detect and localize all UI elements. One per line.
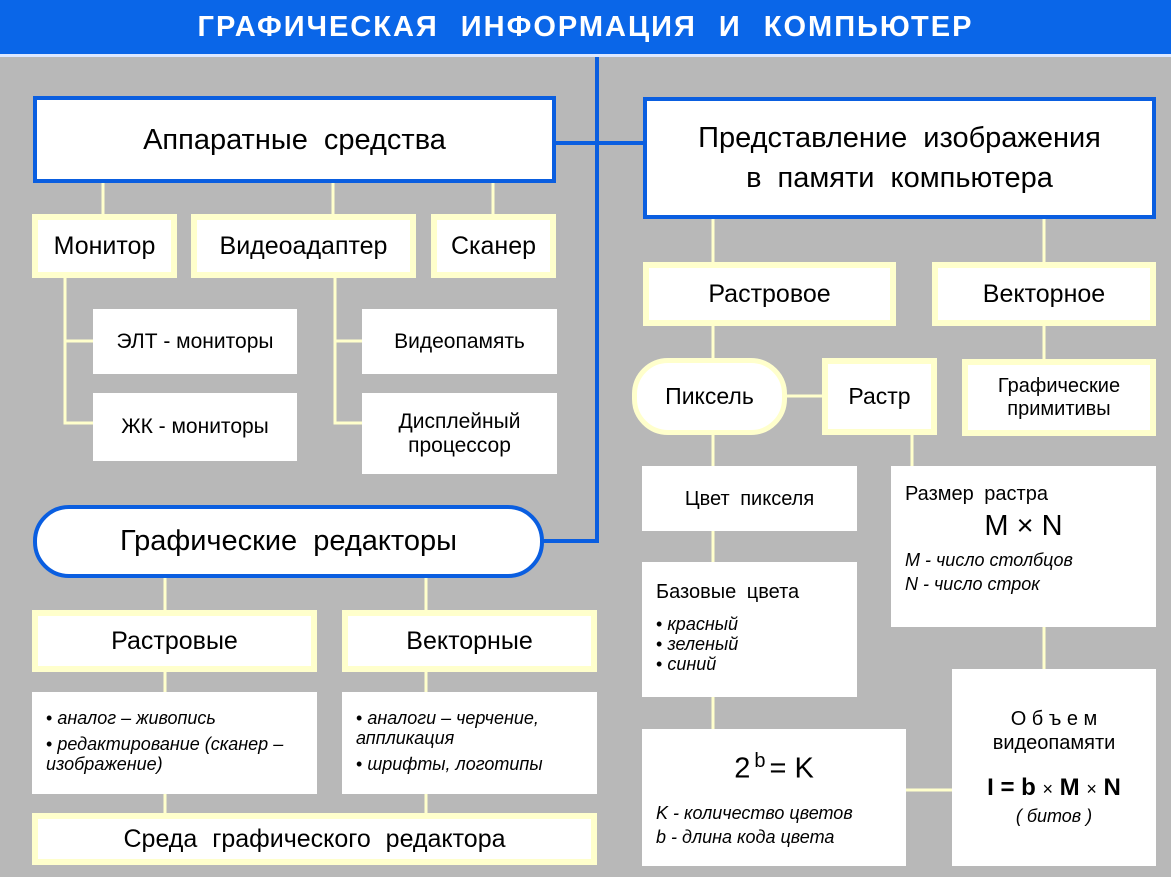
raster-editors-list: аналог – живопись редактирование (сканер… [46, 708, 303, 774]
vector-editors-list: аналоги – черчение, аппликация шрифты, л… [356, 708, 585, 774]
videoadapter-label: Видеоадаптер [219, 231, 388, 260]
base-colors-list: красный зеленый синий [656, 614, 738, 674]
crt-box: ЭЛТ - мониторы [93, 309, 297, 374]
formula-m: M [1059, 774, 1080, 801]
hardware-box: Аппаратные средства [33, 96, 556, 183]
rastr-label: Растр [848, 383, 911, 409]
raster-size-n: N - число строк [905, 574, 1040, 594]
video-volume-unit: ( битов ) [1015, 806, 1093, 826]
raster-editors-box: Растровые [32, 610, 317, 672]
wire-title-editors [543, 55, 599, 543]
raster-editor-item: редактирование (сканер – изображение) [46, 734, 303, 774]
vector-editors-items: аналоги – черчение, аппликация шрифты, л… [342, 692, 597, 794]
scanner-box: Сканер [431, 214, 556, 278]
formula-b-bold: b [1021, 774, 1036, 801]
video-volume-line1: О б ъ е м [1010, 708, 1098, 730]
raster-editors-label: Растровые [111, 626, 238, 655]
formula-n: N [1103, 774, 1121, 801]
representation-box: Представление изображения в памяти компь… [643, 97, 1156, 219]
lcd-box: ЖК - мониторы [93, 393, 297, 461]
environment-box: Среда графического редактора [32, 813, 597, 865]
formula-i: I [987, 774, 994, 801]
vector-editors-box: Векторные [342, 610, 597, 672]
base-color-item: синий [656, 654, 738, 674]
vector-rep-box: Векторное [932, 262, 1156, 326]
formula-b: b - длина кода цвета [656, 826, 835, 847]
representation-title-line2: в памяти компьютера [746, 162, 1053, 194]
raster-size-title: Размер растра [905, 483, 1048, 505]
raster-editors-items: аналог – живопись редактирование (сканер… [32, 692, 317, 794]
base-colors-box: Базовые цвета красный зеленый синий [642, 562, 857, 697]
monitor-box: Монитор [32, 214, 177, 278]
environment-label: Среда графического редактора [123, 824, 506, 853]
editors-title: Графические редакторы [120, 525, 457, 557]
representation-title-line1: Представление изображения [698, 122, 1101, 154]
display-processor-box: Дисплейный процессор [362, 393, 557, 474]
display-processor-label: Дисплейный процессор [398, 409, 521, 457]
videoadapter-box: Видеоадаптер [191, 214, 416, 278]
page-title: ГРАФИЧЕСКАЯ ИНФОРМАЦИЯ И КОМПЬЮТЕР [0, 0, 1171, 57]
raster-size-formula: M × N [984, 510, 1063, 542]
pixel-label: Пиксель [665, 383, 754, 409]
crt-label: ЭЛТ - мониторы [116, 329, 274, 353]
formula-k: K - количество цветов [656, 802, 853, 823]
editors-box: Графические редакторы [33, 505, 544, 578]
formula-eq: = [1000, 774, 1015, 801]
formula-times: × [1042, 779, 1053, 799]
primitives-box: Графические примитивы [962, 359, 1156, 436]
raster-rep-box: Растровое [643, 262, 896, 326]
pixel-color-box: Цвет пикселя [642, 466, 857, 531]
hardware-title: Аппаратные средства [143, 123, 446, 156]
rastr-box: Растр [822, 358, 937, 435]
raster-editor-item: аналог – живопись [46, 708, 303, 728]
wire-monitor-subs [63, 276, 93, 425]
vector-rep-label: Векторное [982, 279, 1106, 308]
lcd-label: ЖК - мониторы [121, 415, 269, 438]
wire-adapter-subs [333, 276, 362, 425]
pixel-box: Пиксель [632, 358, 787, 435]
video-volume-box: О б ъ е м видеопамяти I = b × M × N ( би… [952, 669, 1156, 866]
vector-editor-item: аналоги – черчение, аппликация [356, 708, 585, 748]
vector-editors-label: Векторные [406, 626, 533, 655]
base-color-item: зеленый [656, 634, 738, 654]
video-volume-line2: видеопамяти [992, 732, 1116, 754]
monitor-label: Монитор [53, 231, 156, 260]
formula-exponent: b [754, 750, 766, 772]
formula-rest: = K [769, 752, 814, 785]
base-color-item: красный [656, 614, 738, 634]
formula-base: 2 [734, 752, 751, 785]
raster-size-m: M - число столбцов [905, 550, 1073, 570]
raster-size-box: Размер растра M × N M - число столбцов N… [891, 466, 1156, 627]
pixel-color-label: Цвет пикселя [684, 487, 815, 510]
videomemory-box: Видеопамять [362, 309, 557, 374]
scanner-label: Сканер [450, 231, 537, 260]
video-volume-formula: I = b × M × N [987, 773, 1121, 804]
raster-rep-label: Растровое [708, 279, 831, 308]
vector-editor-item: шрифты, логотипы [356, 754, 585, 774]
base-colors-title: Базовые цвета [656, 581, 800, 603]
formula-times: × [1086, 779, 1097, 799]
primitives-label: Графические примитивы [997, 374, 1121, 420]
videomemory-label: Видеопамять [394, 329, 525, 353]
